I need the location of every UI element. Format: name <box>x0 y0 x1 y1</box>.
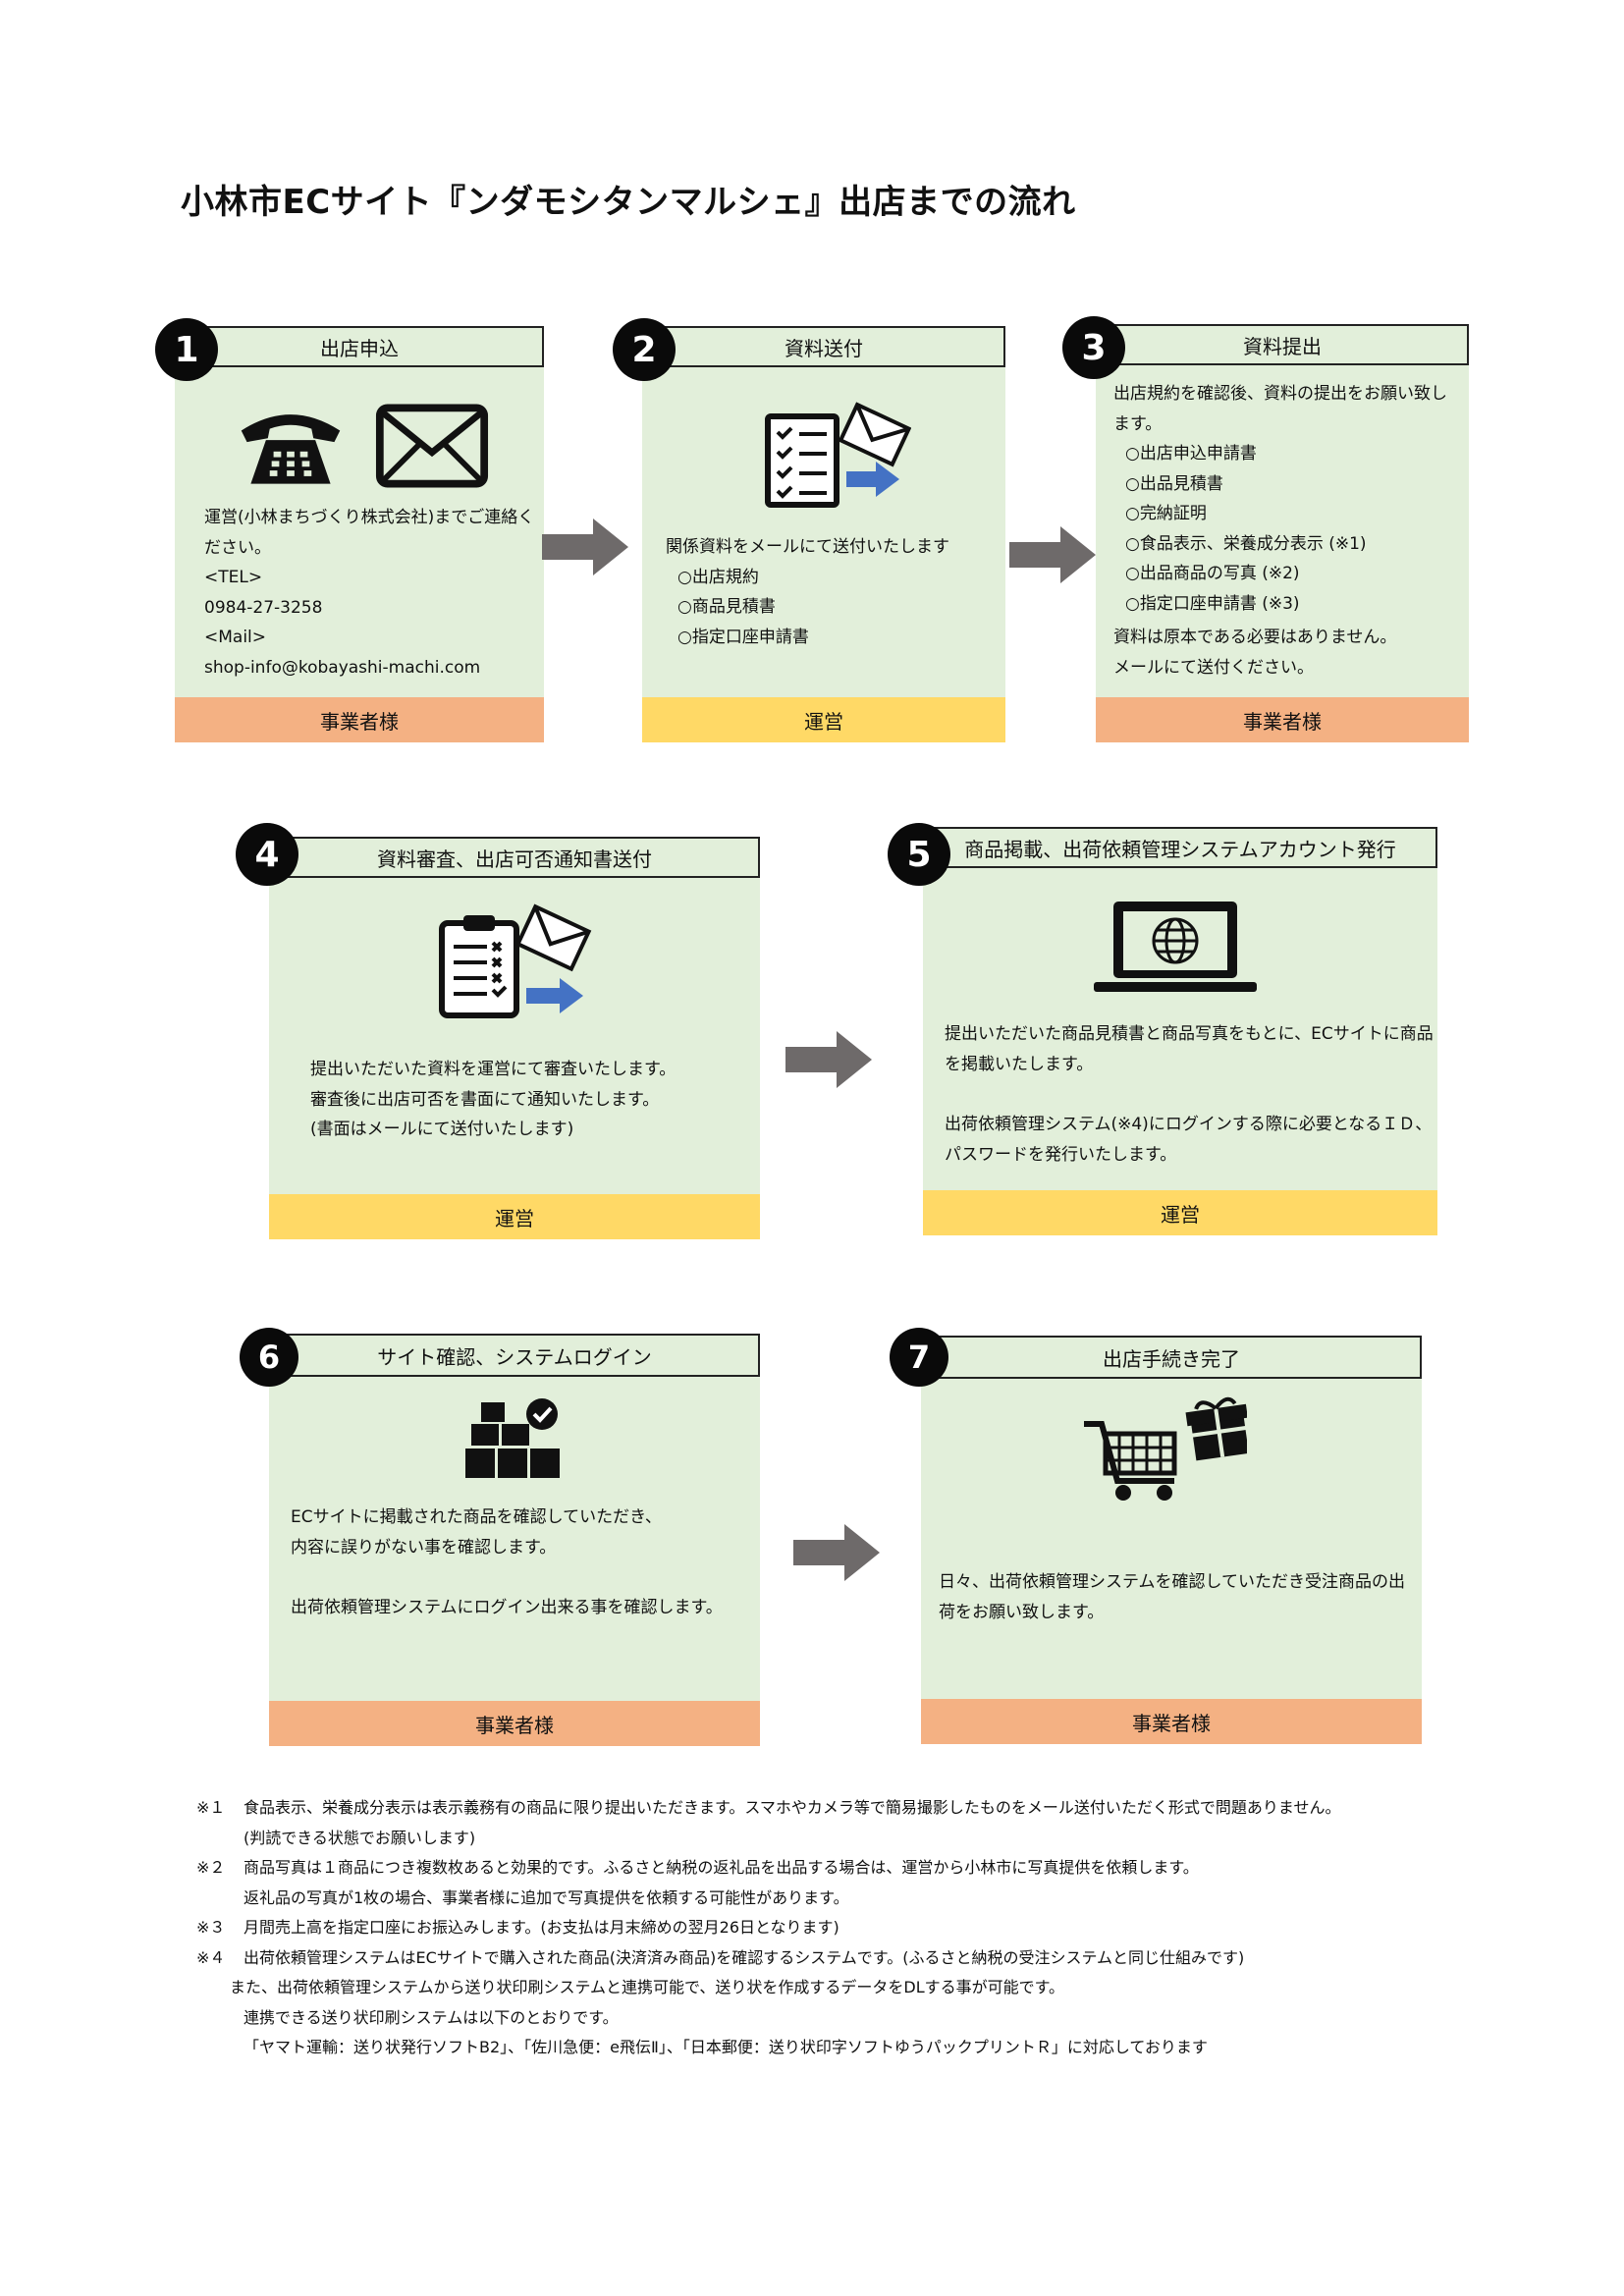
step-3-text: 出店規約を確認後、資料の提出をお願い致し ます。 ○出店申込申請書 ○出品見積書… <box>1113 384 1447 614</box>
step-5-number: 5 <box>888 823 950 886</box>
footnote-4-cont: 連携できる送り状印刷システムは以下のとおりです。 <box>244 2007 619 2027</box>
step-7-header: 出店手続き完了 <box>921 1336 1422 1379</box>
step-6-actor: 事業者様 <box>269 1701 760 1746</box>
page-title: 小林市ECサイト『ンダモシタンマルシェ』出店までの流れ <box>181 183 1076 222</box>
envelope-icon <box>375 404 489 488</box>
step-6-header: サイト確認、システムログイン <box>269 1334 760 1377</box>
footnote-4-cont: また、出荷依頼管理システムから送り状印刷システムと連携可能で、送り状を作成するデ… <box>230 1978 1065 1996</box>
arrow-right-icon <box>542 519 628 575</box>
step-4-number: 4 <box>236 823 298 886</box>
step-3-header: 資料提出 <box>1096 324 1469 365</box>
footnote-1-cont: (判読できる状態でお願いします) <box>244 1828 476 1847</box>
clipboard-send-icon <box>439 903 592 1018</box>
checklist-send-icon <box>765 402 911 508</box>
step-5-card: 商品掲載、出荷依頼管理システムアカウント発行 提出いただいた商品見積書と商品写真… <box>923 827 1437 1235</box>
arrow-right-icon <box>1009 526 1096 583</box>
step-5-text: 提出いただいた商品見積書と商品写真をもとに、ECサイトに商品 を掲載いたします。 <box>945 1024 1434 1074</box>
step-7-number: 7 <box>890 1328 948 1387</box>
step-6-number: 6 <box>240 1328 298 1387</box>
step-2-header: 資料送付 <box>642 326 1005 367</box>
step-2-actor: 運営 <box>642 697 1005 742</box>
step-2-text: 関係資料をメールにて送付いたします ○出店規約 ○商品見積書 ○指定口座申請書 <box>666 537 949 647</box>
step-7-text: 日々、出荷依頼管理システムを確認していただき受注商品の出 荷をお願い致します。 <box>939 1572 1405 1622</box>
step-7-actor: 事業者様 <box>921 1699 1422 1744</box>
step-1-header: 出店申込 <box>175 326 544 367</box>
step-1-text: 運営(小林まちづくり株式会社)までご連絡く ださい。 <TEL> 0984-27… <box>204 508 535 678</box>
step-4-text: 提出いただいた資料を運営にて審査いたします。 審査後に出店可否を書面にて通知いた… <box>310 1060 677 1139</box>
boxes-check-icon <box>465 1398 560 1478</box>
step-5-actor: 運営 <box>923 1190 1437 1235</box>
step-5-header: 商品掲載、出荷依頼管理システムアカウント発行 <box>923 827 1437 868</box>
step-1-number: 1 <box>155 318 218 381</box>
arrow-right-icon <box>785 1031 872 1088</box>
step-6-note: 出荷依頼管理システムにログイン出来る事を確認します。 <box>291 1598 723 1617</box>
step-7-card: 出店手続き完了 日々、出荷依頼管理システムを確認していただき受注商品の出 荷をお… <box>921 1336 1422 1744</box>
step-1-card: 出店申込 運営(小林まちづくり株式会社)までご連絡く ださい。 <TEL> 09… <box>175 326 544 742</box>
footnote-4-cont: 「ヤマト運輸：送り状発行ソフトB2」、「佐川急便：e飛伝Ⅱ」、「日本郵便：送り状… <box>244 2038 1208 2056</box>
step-3-number: 3 <box>1062 316 1125 379</box>
step-3-note: 資料は原本である必要はありません。 メールにて送付ください。 <box>1113 628 1397 678</box>
step-1-actor: 事業者様 <box>175 697 544 742</box>
cart-gift-icon <box>1084 1396 1247 1501</box>
step-6-text: ECサイトに掲載された商品を確認していただき、 内容に誤りがない事を確認します。 <box>291 1507 662 1558</box>
laptop-globe-icon <box>1094 902 1257 992</box>
arrow-right-icon <box>793 1524 880 1581</box>
step-5-note: 出荷依頼管理システム(※4)にログインする際に必要となるＩＤ、 パスワードを発行… <box>945 1115 1433 1165</box>
telephone-icon <box>241 414 341 484</box>
step-3-actor: 事業者様 <box>1096 697 1469 742</box>
step-2-card: 資料送付 関係資料をメールにて送付いたします ○出店規約 ○商品見積書 ○指定口… <box>642 326 1005 742</box>
step-3-card: 資料提出 出店規約を確認後、資料の提出をお願い致し ます。 ○出店申込申請書 ○… <box>1096 324 1469 742</box>
step-4-card: 資料審査、出店可否通知書送付 提出いただいた資料を運営にて審査いたします。 審査… <box>269 837 760 1239</box>
step-6-card: サイト確認、システムログイン ECサイトに掲載された商品を確認していただき、 内… <box>269 1334 760 1746</box>
footnote-2-cont: 返礼品の写真が1枚の場合、事業者様に追加で写真提供を依頼する可能性があります。 <box>244 1887 849 1907</box>
step-4-actor: 運営 <box>269 1194 760 1239</box>
step-2-number: 2 <box>613 318 676 381</box>
step-4-header: 資料審査、出店可否通知書送付 <box>269 837 760 878</box>
